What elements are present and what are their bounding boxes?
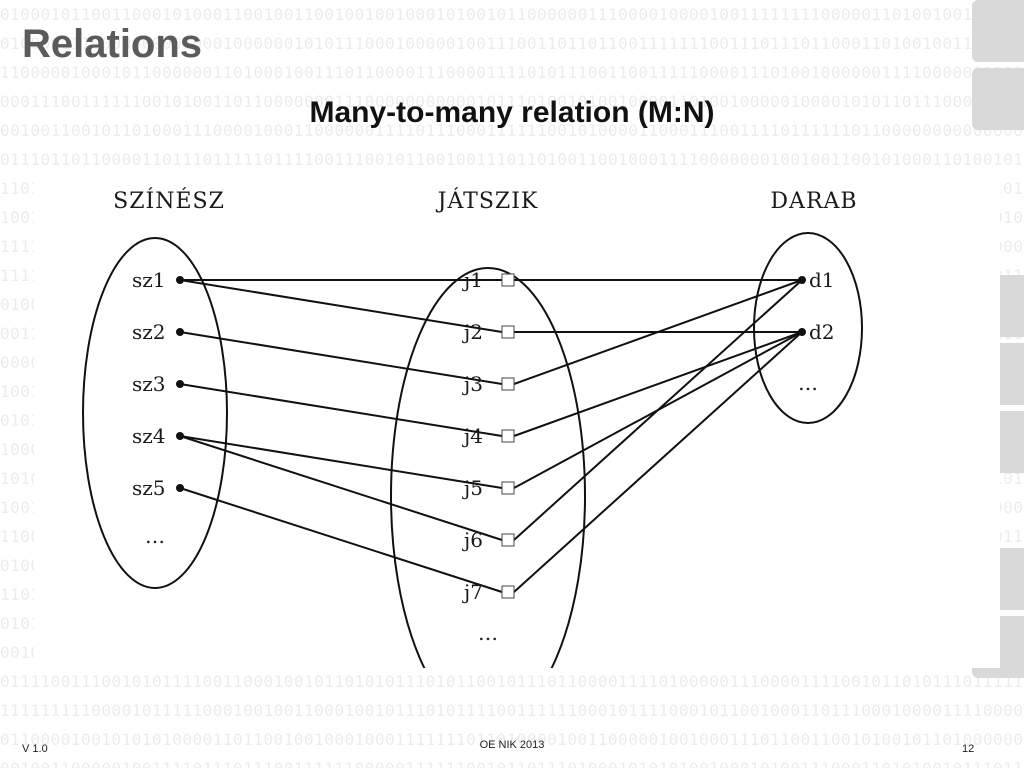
deco-tile <box>972 0 1024 62</box>
footer-version: V 1.0 <box>22 743 48 755</box>
set-ellipse-szinesz <box>82 237 228 589</box>
slide-subtitle: Many-to-many relation (M:N) <box>309 96 715 129</box>
set-label-szinesz: SZÍNÉSZ <box>113 187 225 214</box>
relation-diagram: SZÍNÉSZ sz1 sz2 sz3 sz4 sz5 … JÁTSZIK j1 j2 j3 j4 j5… <box>34 168 1000 668</box>
element-dot-sz4 <box>176 432 184 440</box>
element-dot-sz1 <box>176 276 184 284</box>
element-label-sz3: sz3 <box>132 372 166 396</box>
set-ellipsis-jatszik: … <box>478 621 498 645</box>
relation-diagram-svg: SZÍNÉSZ sz1 sz2 sz3 sz4 sz5 … JÁTSZIK j1 j2 j3 j4 j5… <box>82 187 863 668</box>
link-sz4-j5 <box>179 435 503 489</box>
element-label-sz1: sz1 <box>132 268 166 292</box>
slide-title: Relations <box>22 22 203 66</box>
element-box-j2 <box>501 325 515 339</box>
set-ellipse-darab <box>753 232 863 424</box>
element-label-d1: d1 <box>809 268 835 292</box>
link-sz1-j2 <box>179 279 503 333</box>
footer-center: OE NIK 2013 <box>479 739 545 751</box>
element-label-sz4: sz4 <box>132 424 166 448</box>
element-label-j5: j5 <box>462 476 483 500</box>
set-szinesz: SZÍNÉSZ sz1 sz2 sz3 sz4 sz5 … <box>82 187 228 589</box>
link-j3-d1 <box>513 279 803 385</box>
element-dot-d1 <box>798 276 806 284</box>
set-label-jatszik: JÁTSZIK <box>436 187 539 214</box>
element-dot-d2 <box>798 328 806 336</box>
set-ellipsis-darab: … <box>798 371 818 395</box>
deco-tile <box>972 68 1024 130</box>
element-dot-sz2 <box>176 328 184 336</box>
element-dot-sz5 <box>176 484 184 492</box>
link-j4-d2 <box>513 331 803 437</box>
link-j6-d1 <box>513 279 803 541</box>
footer-page-number: 12 <box>962 743 975 755</box>
element-label-sz2: sz2 <box>132 320 166 344</box>
element-box-j7 <box>501 585 515 599</box>
element-label-j6: j6 <box>462 528 483 552</box>
set-label-darab: DARAB <box>770 189 857 214</box>
set-ellipsis-szinesz: … <box>145 524 165 548</box>
set-ellipse-jatszik <box>390 267 586 668</box>
element-box-j5 <box>501 481 515 495</box>
element-label-sz5: sz5 <box>132 476 166 500</box>
link-sz4-j6 <box>179 435 503 541</box>
element-box-j1 <box>501 273 515 287</box>
element-label-j3: j3 <box>462 372 483 396</box>
element-label-j2: j2 <box>462 320 483 344</box>
element-box-j3 <box>501 377 515 391</box>
link-sz3-j4 <box>179 383 503 437</box>
set-jatszik: JÁTSZIK j1 j2 j3 j4 j5 j6 j7 … <box>390 187 586 668</box>
element-label-j7: j7 <box>462 580 483 604</box>
element-box-j6 <box>501 533 515 547</box>
link-sz2-j3 <box>179 331 503 385</box>
element-label-j1: j1 <box>462 268 483 292</box>
set-darab: DARAB d1 d2 … <box>753 189 863 424</box>
element-label-j4: j4 <box>462 424 483 448</box>
link-j7-d2 <box>513 331 803 593</box>
element-box-j4 <box>501 429 515 443</box>
element-label-d2: d2 <box>809 320 835 344</box>
link-sz5-j7 <box>179 487 503 593</box>
element-dot-sz3 <box>176 380 184 388</box>
